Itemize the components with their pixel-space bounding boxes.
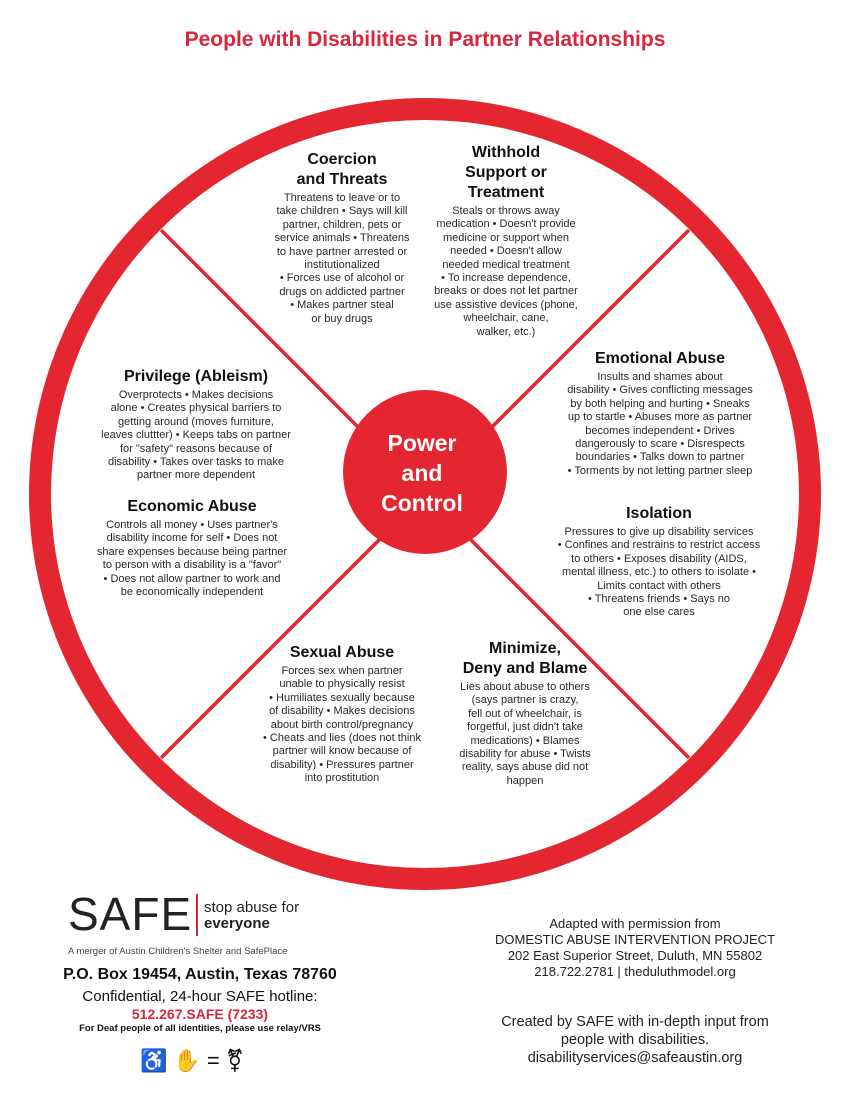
contact-email-link[interactable]: disabilityservices@safeaustin.org	[527, 1050, 743, 1066]
section-body: Insults and shames about disability • Gi…	[567, 371, 753, 477]
deaf-relay-note: For Deaf people of all identities, pleas…	[79, 1023, 321, 1034]
section-minimize-deny-blame: Minimize,Deny and Blame Lies about abuse…	[430, 639, 620, 788]
wheelchair-icon: ♿	[140, 1048, 174, 1073]
section-emotional-abuse: Emotional Abuse Insults and shames about…	[540, 349, 780, 478]
section-title: Minimize,Deny and Blame	[462, 640, 588, 677]
transgender-icon: ⚧	[225, 1048, 251, 1073]
sign-language-icon: ✋	[173, 1048, 207, 1073]
hotline-phone[interactable]: 512.267.SAFE (7233)	[131, 1006, 269, 1022]
mailing-address: P.O. Box 19454, Austin, Texas 78760	[63, 966, 337, 983]
section-body: Controls all money • Uses partner's disa…	[96, 519, 288, 599]
section-body: Threatens to leave or to take children •…	[274, 192, 410, 325]
safe-logo: SAFE stop abuse for everyone	[68, 888, 299, 940]
logo-word: SAFE	[68, 888, 193, 940]
center-label: Power and Control	[344, 428, 500, 518]
duluth-contact[interactable]: 218.722.2781 | theduluthmodel.org	[534, 964, 736, 979]
section-body: Pressures to give up disability services…	[557, 526, 761, 619]
equality-icon: =	[206, 1048, 226, 1073]
wheel-hub	[343, 390, 507, 554]
section-body: Lies about abuse to others (says partner…	[459, 681, 591, 787]
section-title: Economic Abuse	[127, 498, 257, 515]
section-title: Emotional Abuse	[594, 350, 726, 367]
section-isolation: Isolation Pressures to give up disabilit…	[536, 504, 782, 620]
power-control-wheel: Targets Disability with Physical and Sex…	[29, 98, 821, 890]
merger-note: A merger of Austin Children's Shelter an…	[68, 946, 288, 957]
section-economic-abuse: Economic Abuse Controls all money • Uses…	[78, 497, 306, 599]
created-by-note: Created by SAFE with in-depth input from…	[440, 1013, 830, 1067]
center-line: and	[401, 460, 443, 486]
center-line: Power	[387, 430, 457, 456]
logo-tagline: stop abuse for everyone	[204, 899, 300, 932]
logo-divider	[196, 894, 198, 936]
section-body: Forces sex when partner unable to physic…	[263, 665, 421, 785]
center-line: Control	[381, 490, 463, 516]
section-privilege-ableism: Privilege (Ableism) Overprotects • Makes…	[80, 367, 312, 483]
section-body: Steals or throws away medication • Doesn…	[434, 205, 578, 338]
hotline-label: Confidential, 24-hour SAFE hotline:	[82, 988, 318, 1005]
section-title: Privilege (Ableism)	[123, 368, 269, 385]
section-title: Isolation	[626, 505, 692, 522]
accessibility-icons: ♿✋=⚧	[140, 1048, 250, 1074]
section-title: Sexual Abuse	[289, 644, 395, 661]
page-title: People with Disabilities in Partner Rela…	[184, 28, 666, 51]
section-body: Overprotects • Makes decisions alone • C…	[101, 389, 291, 482]
adaptation-credit: Adapted with permission from DOMESTIC AB…	[440, 916, 830, 980]
section-sexual-abuse: Sexual Abuse Forces sex when partner una…	[242, 643, 442, 786]
